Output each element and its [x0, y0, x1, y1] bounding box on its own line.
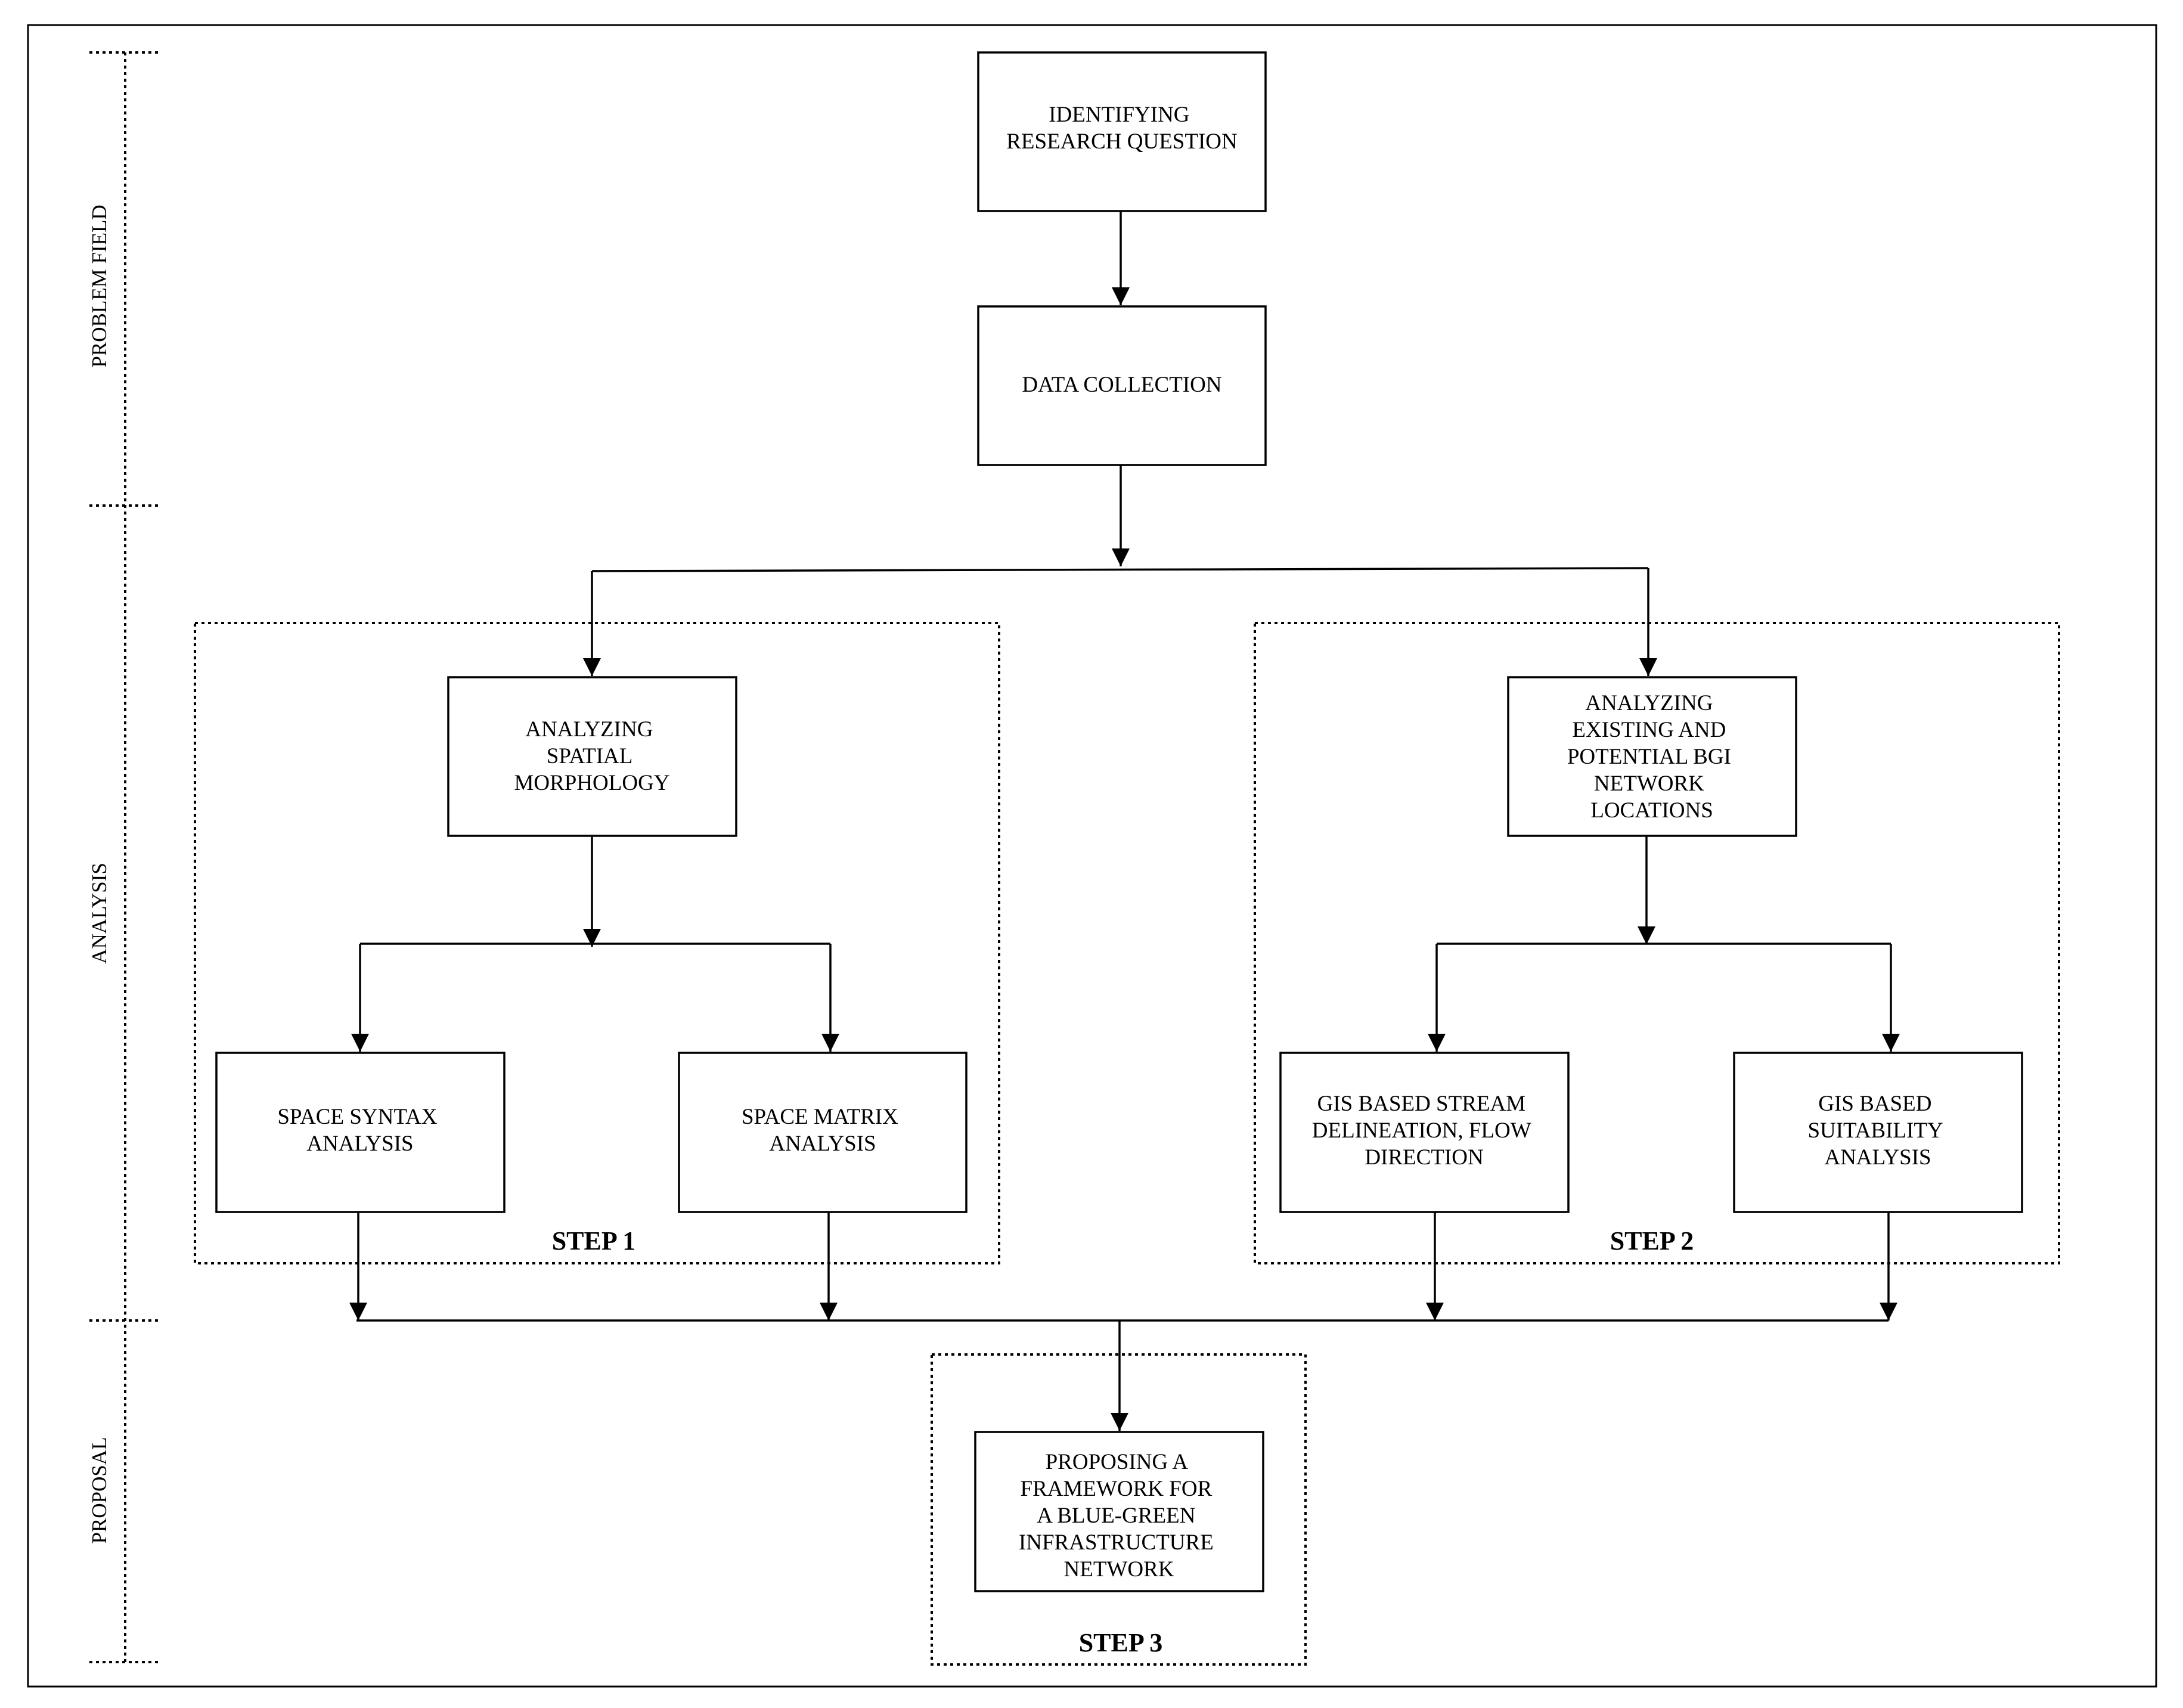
connectors [349, 210, 1900, 1431]
step2-container [1254, 622, 2060, 1264]
box-framework: PROPOSING A FRAMEWORK FOR A BLUE-GREEN I… [974, 1431, 1264, 1592]
box-line: FRAMEWORK FOR [1021, 1477, 1213, 1501]
box-space-syntax: SPACE SYNTAX ANALYSIS [215, 1052, 506, 1213]
box-line: NETWORK [1594, 771, 1704, 796]
svg-text:PROPOSING A FRAMEWORK FO: PROPOSING A FRAMEWORK FOR A BLUE-GREEN I… [1019, 1450, 1219, 1582]
box-line: SPATIAL [547, 744, 632, 768]
box-gis-stream: GIS BASED STREAM DELINEATION, FLOW DIREC… [1279, 1052, 1570, 1213]
box-research-question: IDENTIFYING RESEARCH QUESTION [977, 51, 1267, 212]
box-line: LOCATIONS [1590, 798, 1713, 823]
box-line: POTENTIAL BGI [1567, 745, 1731, 769]
box-line: GIS BASED [1818, 1092, 1931, 1116]
box-line: ANALYSIS [769, 1132, 876, 1156]
box-line: DIRECTION [1365, 1145, 1483, 1170]
step1-label: STEP 1 [552, 1226, 636, 1256]
phase-label-problem-field: PROBLEM FIELD [88, 204, 111, 367]
line-split-horizontal [591, 567, 1649, 572]
box-line: INFRASTRUCTURE [1019, 1530, 1214, 1555]
box-spatial-morphology: ANALYZING SPATIAL MORPHOLOGY [447, 676, 737, 837]
box-line: MORPHOLOGY [514, 771, 669, 795]
phase-label-proposal: PROPOSAL [88, 1437, 111, 1544]
box-line: ANALYSIS [306, 1132, 413, 1156]
box-line: SPACE SYNTAX [277, 1105, 437, 1129]
box-line: SUITABILITY [1807, 1118, 1943, 1143]
phase-bracket: PROBLEM FIELD ANALYSIS PROPOSAL [88, 51, 159, 1663]
svg-text:DATA COLLECTION: DATA COLLECTION [1022, 373, 1221, 397]
box-line: SPACE MATRIX [742, 1105, 898, 1129]
box-line: EXISTING AND [1572, 718, 1726, 742]
box-line: ANALYZING [1585, 691, 1713, 715]
svg-text:ANALYZING SPATIAL: ANALYZING SPATIAL MORPHOLOGY [514, 717, 669, 795]
box-bgi-locations: ANALYZING EXISTING AND POTENTIAL BGI NET… [1507, 676, 1797, 837]
box-line: NETWORK [1064, 1557, 1174, 1582]
box-line: PROPOSING A [1046, 1450, 1189, 1474]
svg-text:SPACE SYNTAX ANALYSIS: SPACE SYNTAX ANALYSIS [277, 1105, 442, 1156]
box-line: GIS BASED STREAM [1317, 1092, 1526, 1116]
box-line: IDENTIFYING [1049, 103, 1189, 127]
svg-text:GIS BASED STREAM DELINEA: GIS BASED STREAM DELINEATION, FLOW DIREC… [1312, 1092, 1536, 1170]
step2-label: STEP 2 [1610, 1226, 1694, 1256]
phase-label-analysis: ANALYSIS [88, 863, 111, 964]
box-line: RESEARCH QUESTION [1006, 129, 1238, 154]
box-line: DATA COLLECTION [1022, 373, 1221, 397]
svg-text:SPACE MATRIX ANALYSIS: SPACE MATRIX ANALYSIS [742, 1105, 904, 1156]
step1-container [194, 622, 1000, 1264]
box-line: A BLUE-GREEN [1037, 1504, 1195, 1528]
outer-frame [27, 24, 2157, 1688]
box-line: ANALYSIS [1824, 1145, 1931, 1170]
step3-label: STEP 3 [1079, 1628, 1163, 1657]
box-line: DELINEATION, FLOW [1312, 1118, 1531, 1143]
box-space-matrix: SPACE MATRIX ANALYSIS [678, 1052, 968, 1213]
svg-text:IDENTIFYING RESEARCH QUE: IDENTIFYING RESEARCH QUESTION [1006, 103, 1238, 154]
box-data-collection: DATA COLLECTION [977, 305, 1267, 466]
box-line: ANALYZING [525, 717, 653, 742]
svg-text:ANALYZING EXISTING AND: ANALYZING EXISTING AND POTENTIAL BGI NET… [1567, 691, 1737, 823]
svg-text:GIS BASED SUITABILITY: GIS BASED SUITABILITY ANALYSIS [1807, 1092, 1948, 1170]
box-gis-suitability: GIS BASED SUITABILITY ANALYSIS [1733, 1052, 2023, 1213]
